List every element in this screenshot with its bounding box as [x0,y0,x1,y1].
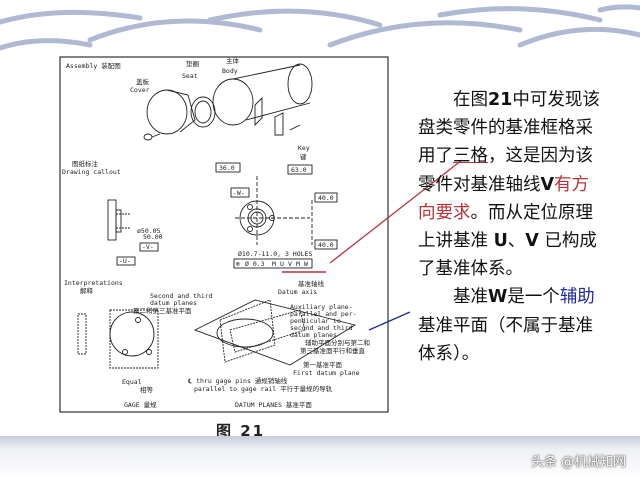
red-pointer-line [329,159,463,264]
equal-cn-label: 相等 [140,385,154,394]
body-label: Body [222,67,238,75]
datum-planes-label: DATUM PLANES 基准平面 [235,400,312,409]
text-segment: 零件对基准轴线 [418,174,541,195]
gage-pins-label: ℄ thru gage pins 通规销轴线 [187,376,288,385]
gage-label: GAGE 量规 [124,400,157,409]
feature-control-frame-cells: ⊕ Ø 0.3 M U V M W [236,260,308,268]
svg-text:datum planes: datum planes [290,331,337,339]
callout-label: Drawing callout [62,168,121,176]
svg-text:Auxiliary plane-: Auxiliary plane- [290,303,353,311]
figure-21-drawing: Assembly 装配图 垫圈 Seat 主体 Body 盖板 Cover Ke… [59,56,463,413]
text-segment: 已构成 [538,231,597,252]
decorative-header-waves [0,4,640,51]
text-line: 向要求。而从定位原理 [418,199,618,227]
second-third-label-2: datum planes [150,299,197,307]
seat-label: Seat [182,72,198,80]
assembly-label: Assembly 装配图 [66,61,121,70]
text-segment: 21 [488,90,513,110]
cover-cn-label: 盖板 [136,77,150,86]
diameter-upper: ø50.05 [137,227,161,235]
text-line: 体系）。 [418,340,618,368]
text-segment: 了基准体系。 [418,259,523,280]
key-cn-label: 键 [300,152,307,161]
svg-text:M: M [272,260,276,268]
first-plane-label: First datum plane [293,369,360,377]
interp-label: Interpretations [64,279,123,287]
auxiliary-plane-label: Auxiliary plane- parallel and per- pendi… [290,303,357,339]
dim-40-bottom: 40.0 [318,241,334,249]
text-segment: 上讲基准 [418,231,494,252]
text-segment: 。而从定位原理 [470,202,594,223]
callout-cn-label: 图纸标注 [72,159,99,168]
text-segment: 是一个 [507,287,560,308]
text-segment: 、 [507,231,526,252]
dim-36: 36.0 [219,164,235,172]
text-segment: 辅助 [559,287,595,308]
text-line: 了基准体系。 [418,255,618,283]
text-segment: 基准 [453,287,488,308]
aux-cn-label-1: 辅助平面分别与第二和 [305,338,370,347]
text-segment: V [525,231,539,252]
text-line: 在图21中可发现该 [418,86,618,114]
figure-caption: 图 21 [216,422,266,440]
text-line: 盘类零件的基准框格采 [418,114,618,142]
body-cn-label: 主体 [226,56,240,65]
text-segment: U [493,231,508,252]
interp-cn-label: 解释 [80,286,94,295]
text-line: 基准平面（不属于基准 [418,312,618,340]
text-segment: 盘类零件的基准框格采 [418,118,593,139]
gage-circle [109,311,155,357]
holes-callout: Ø10.7-11.0, 3 HOLES [238,250,312,258]
seat-cn-label: 垫圈 [186,59,199,68]
second-third-cn-label: 第二和第三基准平面 [133,306,192,315]
text-segment: W [488,287,508,308]
text-segment: 在图 [453,90,488,110]
svg-text:M: M [296,260,300,268]
first-plane-cn-label: 第一基准平面 [303,360,343,369]
svg-text:Ø 0.3: Ø 0.3 [245,260,265,268]
axis-label: Datum axis [278,288,317,296]
text-segment: 向要求 [418,202,471,223]
text-segment: 基准平面（不属于基准 [418,315,593,336]
diameter-lower: 50.00 [143,233,163,241]
second-third-label: Second and third [150,292,213,300]
svg-text:U: U [280,260,284,268]
first-datum-plane [193,299,357,366]
svg-text:pendicular to: pendicular to [290,317,341,325]
text-segment: 用了 [418,146,453,167]
datum-w: -W- [233,189,245,197]
svg-text:second and third: second and third [290,324,353,332]
blue-pointer-line [368,311,411,331]
svg-text:parallel and per-: parallel and per- [290,310,357,318]
footer-band [0,436,640,480]
datum-v: -V- [142,243,154,251]
dim-40-top: 40.0 [318,194,334,202]
svg-text:W: W [304,260,308,268]
text-line: 零件对基准轴线V有方 [418,171,618,199]
aux-cn-label-2: 第三基准面平行和垂直 [300,346,366,355]
svg-text:⊕: ⊕ [236,260,240,268]
text-segment: ，这是因为该 [488,146,593,167]
cover-label: Cover [130,86,150,94]
gage-rail-label: parallel to gage rail 平行于量规的导轨 [194,384,333,393]
datum-u: -U- [119,257,131,265]
text-line: 用了三格，这是因为该 [418,142,618,170]
svg-text:V: V [288,260,292,268]
text-segment: 体系）。 [418,343,480,364]
text-line: 上讲基准 U、V 已构成 [418,227,618,255]
text-segment: 有方 [554,174,590,195]
text-line: 基准W是一个辅助 [418,283,618,311]
feature-control-frame [233,258,313,269]
figure-border [59,56,389,413]
explanation-text: 在图21中可发现该盘类零件的基准框格采用了三格，这是因为该零件对基准轴线V有方向… [418,86,618,368]
text-segment: 中可发现该 [512,90,600,110]
key-label: Key [298,144,310,152]
equal-label: Equal [122,378,142,386]
dim-63: 63.0 [291,166,307,174]
text-segment: 三格 [453,146,488,167]
axis-cn-label: 基准轴线 [298,279,325,288]
text-segment: V [540,174,555,195]
key-bracket [254,96,263,127]
watermark: 头条 @机械知网 [530,455,626,470]
